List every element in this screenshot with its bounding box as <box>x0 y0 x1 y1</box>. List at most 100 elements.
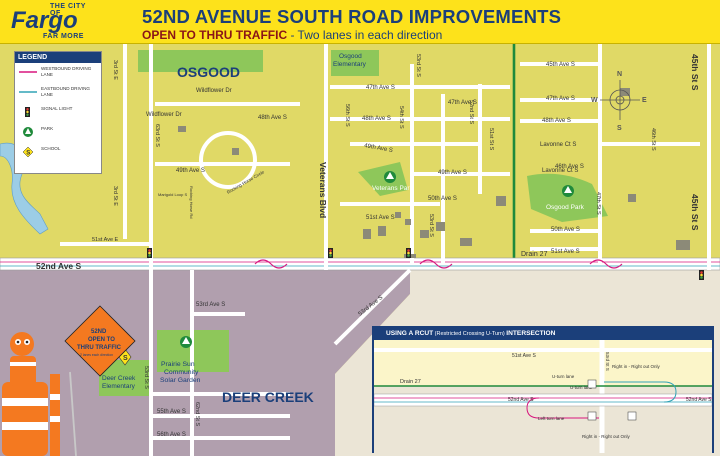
label-45th-st-lower: 45th St S <box>690 194 700 231</box>
legend-title: LEGEND <box>15 52 101 63</box>
prairie-sun-label-1: Prairie Sun <box>161 361 195 368</box>
inset-right-in-out-2: Right in - Right out Only <box>582 434 631 439</box>
osgood-elementary-label-1: Osgood <box>339 53 362 60</box>
rcut-diagram: 51st Ave S Drain 27 52nd Ave S 52nd Ave … <box>374 340 712 453</box>
prairie-sun-label-2: Community <box>164 369 199 376</box>
legend-label-signal: Signal light <box>41 106 73 111</box>
legend-item-school: S School <box>15 143 101 163</box>
deer-creek-elem-label-1: Deer Creek <box>102 375 136 382</box>
inset-title-end: INTERSECTION <box>506 330 556 337</box>
logo-top-text: THE CITY OF <box>50 3 86 17</box>
no-through-icon <box>587 411 597 421</box>
inset-left-turn: Left turn lane <box>538 416 565 421</box>
legend-item-park: Park <box>15 123 101 143</box>
52nd-ave-road <box>0 257 720 271</box>
label-marigold: Marigold Loop S <box>158 192 187 197</box>
label-3rd-st-e-a: 3rd St E <box>112 60 118 80</box>
osgood-area-label: OSGOOD <box>177 64 240 80</box>
label-50th-ave-a: 50th Ave S <box>428 196 457 202</box>
open-to-thru-traffic-sign: 52ND OPEN TO THRU TRAFFIC 2 lanes each d… <box>64 305 136 377</box>
sign-line-2: OPEN TO <box>88 337 115 343</box>
rcut-inset: USING A RCUT (Restricted Crossing U-Turn… <box>372 326 714 453</box>
label-48th-ave-c: 48th Ave S <box>542 118 571 124</box>
label-rocking-horse-rd: Rocking Horse Rd <box>189 186 194 218</box>
legend-item-westbound: Westbound driving lane <box>15 63 101 83</box>
osgood-park-label: Osgood Park <box>546 204 585 211</box>
park-icons <box>180 171 574 348</box>
inset-52nd-ave: 52nd Ave S <box>508 397 534 403</box>
logo-name: Fargo <box>11 7 78 34</box>
label-53rd-st-a: 53rd St S <box>415 54 421 77</box>
sign-line-1: 52ND <box>91 329 107 335</box>
osgood-elementary-label-2: Elementary <box>333 61 367 68</box>
label-48th-ave-b: 48th Ave S <box>362 116 391 122</box>
label-45th-ave: 45th Ave S <box>546 62 575 68</box>
label-47th-ave-c: 47th Ave S <box>546 96 575 102</box>
fargo-logo[interactable]: THE CITY OF Fargo FAR MORE <box>6 3 98 41</box>
compass-n: N <box>617 71 622 78</box>
no-left-turn-icon <box>587 379 597 389</box>
label-48th-ave-a: 48th Ave S <box>258 115 287 121</box>
prairie-sun-label-3: Solar Garden <box>160 377 201 384</box>
inset-53rd-st: 53rd St S <box>605 352 610 371</box>
signal-lights <box>147 248 704 280</box>
legend: LEGEND Westbound driving lane Eastbound … <box>14 51 102 174</box>
label-wildflower-1: Wildflower Dr <box>196 88 232 94</box>
label-53rd-ave: 53rd Ave S <box>196 302 225 308</box>
svg-text:S: S <box>123 355 128 362</box>
inset-drain-27: Drain 27 <box>400 379 421 385</box>
right-turn-only-icon <box>627 411 637 421</box>
svg-text:S: S <box>26 151 30 157</box>
deer-creek-elem-label-2: Elementary <box>102 383 136 390</box>
label-51st-st: 51st St S <box>488 128 494 151</box>
label-47th-ave-a: 47th Ave S <box>366 85 395 91</box>
veterans-park-label: Veterans Park <box>372 185 414 192</box>
compass-rose <box>600 80 640 120</box>
label-56th-ave: 56th Ave S <box>157 432 186 438</box>
label-49th-ave-c: 49th Ave S <box>438 170 467 176</box>
page-title: 52ND AVENUE SOUTH ROAD IMPROVEMENTS <box>142 6 562 27</box>
subtitle-open: OPEN TO THRU TRAFFIC <box>142 28 288 42</box>
sign-line-3: THRU TRAFFIC <box>77 345 122 351</box>
inset-title-note: (Restricted Crossing U-Turn) <box>433 331 507 337</box>
traffic-cone-mascot <box>2 332 77 456</box>
subtitle-lanes: - Two lanes in each direction <box>287 28 443 42</box>
osgood-park-top <box>138 50 263 72</box>
inset-title: USING A RCUT (Restricted Crossing U-Turn… <box>374 328 712 340</box>
label-54th-st: 54th St S <box>398 106 404 129</box>
label-56th-st: 56th St S <box>344 104 350 127</box>
osgood-elementary-area <box>331 50 379 76</box>
signal-light-icon <box>25 107 30 117</box>
compass-w: W <box>591 97 598 104</box>
page-subtitle: OPEN TO THRU TRAFFIC - Two lanes in each… <box>142 28 442 42</box>
label-3rd-st-e-b: 3rd St E <box>112 186 118 206</box>
legend-item-signal: Signal light <box>15 103 101 123</box>
legend-label-school: School <box>41 146 61 151</box>
label-veterans-blvd: Veterans Blvd <box>318 162 328 218</box>
legend-item-eastbound: Eastbound driving lane <box>15 83 101 103</box>
label-wildflower-2: Wildflower Dr <box>146 112 182 118</box>
logo-tagline: FAR MORE <box>43 33 84 40</box>
label-50th-ave-b: 50th Ave S <box>551 227 580 233</box>
school-icon: S <box>22 147 34 157</box>
label-45th-st: 45th St S <box>690 54 700 91</box>
legend-label-westbound: Westbound driving lane <box>41 66 92 77</box>
rcut-intersections <box>254 259 623 269</box>
label-lavonne-1: Lavonne Ct S <box>540 142 576 148</box>
label-46th-st: 46th St S <box>650 128 656 151</box>
label-53rd-st-c: 53rd St S <box>143 366 149 389</box>
label-49th-ave-a: 49th Ave S <box>176 168 205 174</box>
inset-u-turn-1: U-turn lane <box>552 374 575 379</box>
deer-creek-area-label: DEER CREEK <box>222 389 314 405</box>
compass-e: E <box>642 97 647 104</box>
label-51st-ave-b: 51st Ave S <box>551 249 580 255</box>
park-icon <box>23 127 33 137</box>
legend-label-park: Park <box>41 126 54 131</box>
westbound-lane-line <box>19 71 37 73</box>
eastbound-lane-line <box>19 91 37 93</box>
label-46th-ave: 46th Ave S <box>555 164 584 170</box>
label-55th-ave: 55th Ave S <box>157 409 186 415</box>
compass-s: S <box>617 125 622 132</box>
label-lavonne-2: Lavonne Ct S <box>542 168 578 174</box>
